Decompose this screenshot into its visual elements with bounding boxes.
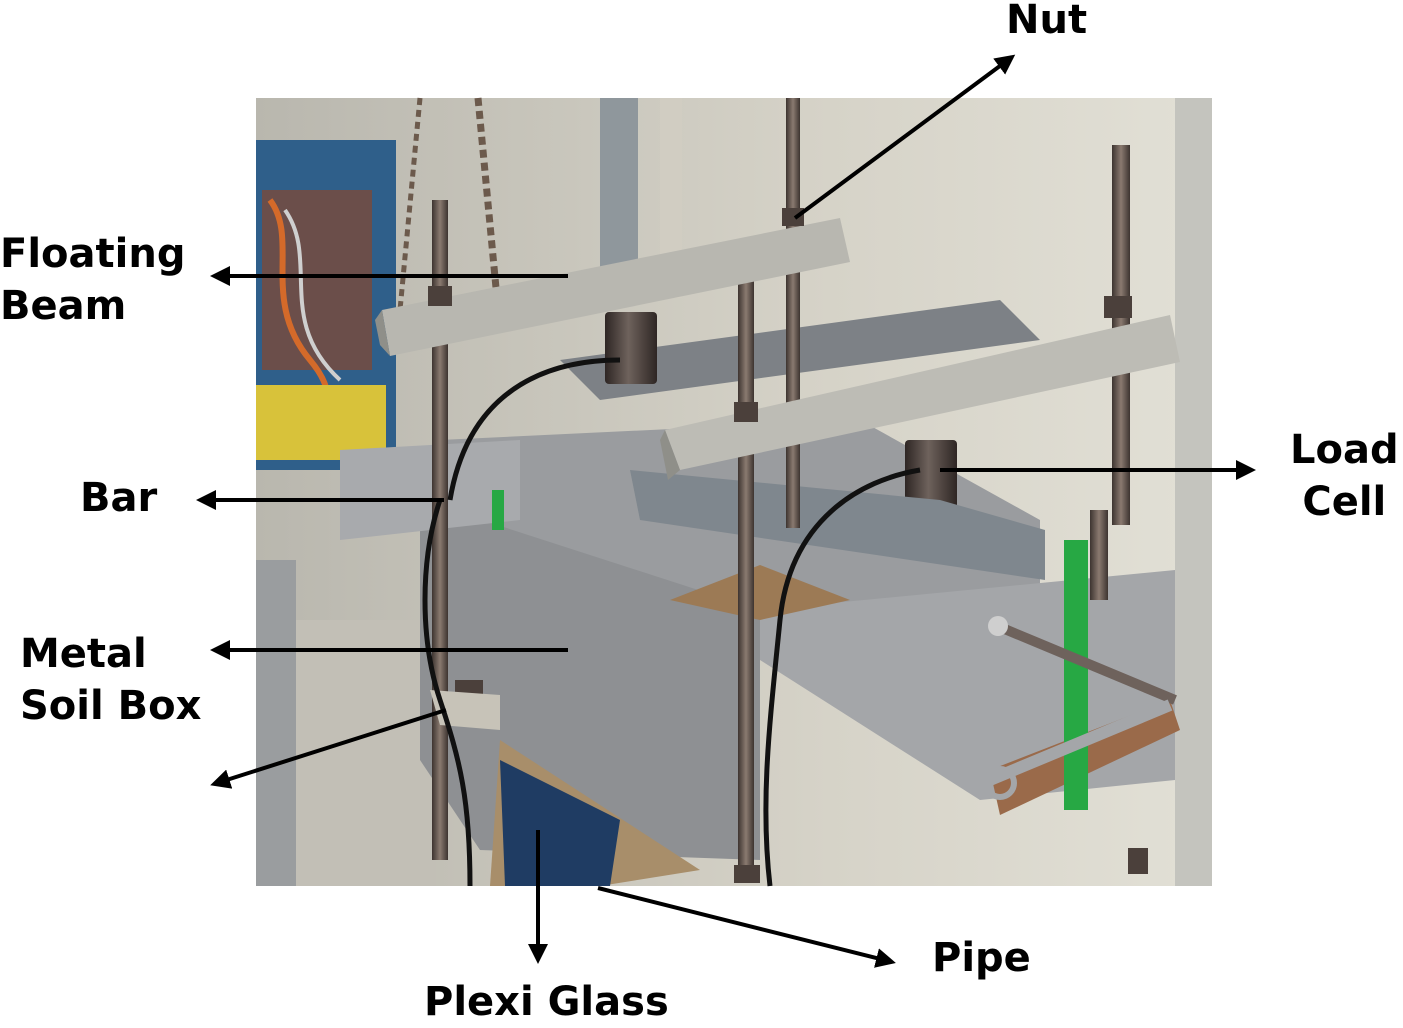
floating-beam-label-line1: Floating (0, 231, 186, 277)
metal-soil-box-label: Metal Soil Box (20, 628, 201, 732)
floating-beam-label-line2: Beam (0, 283, 127, 329)
load-cell-label: Load Cell (1290, 424, 1399, 528)
load-cell-label-line2: Cell (1302, 479, 1387, 525)
bar-label: Bar (80, 475, 158, 521)
floating-beam-label: Floating Beam (0, 228, 185, 332)
nut-label: Nut (1006, 0, 1088, 43)
metal-soil-box-label-line2: Soil Box (20, 683, 202, 729)
metal-soil-box-label-line1: Metal (20, 631, 147, 677)
plexi-glass-label: Plexi Glass (424, 979, 669, 1025)
pipe-label: Pipe (932, 935, 1031, 981)
callout-arrows (196, 54, 1256, 968)
bracket-arrow (210, 708, 447, 789)
apparatus-photo (256, 97, 1212, 887)
pipe-arrow (597, 886, 896, 968)
nut-arrow (793, 54, 1016, 220)
load-cell-label-line1: Load (1290, 427, 1399, 473)
